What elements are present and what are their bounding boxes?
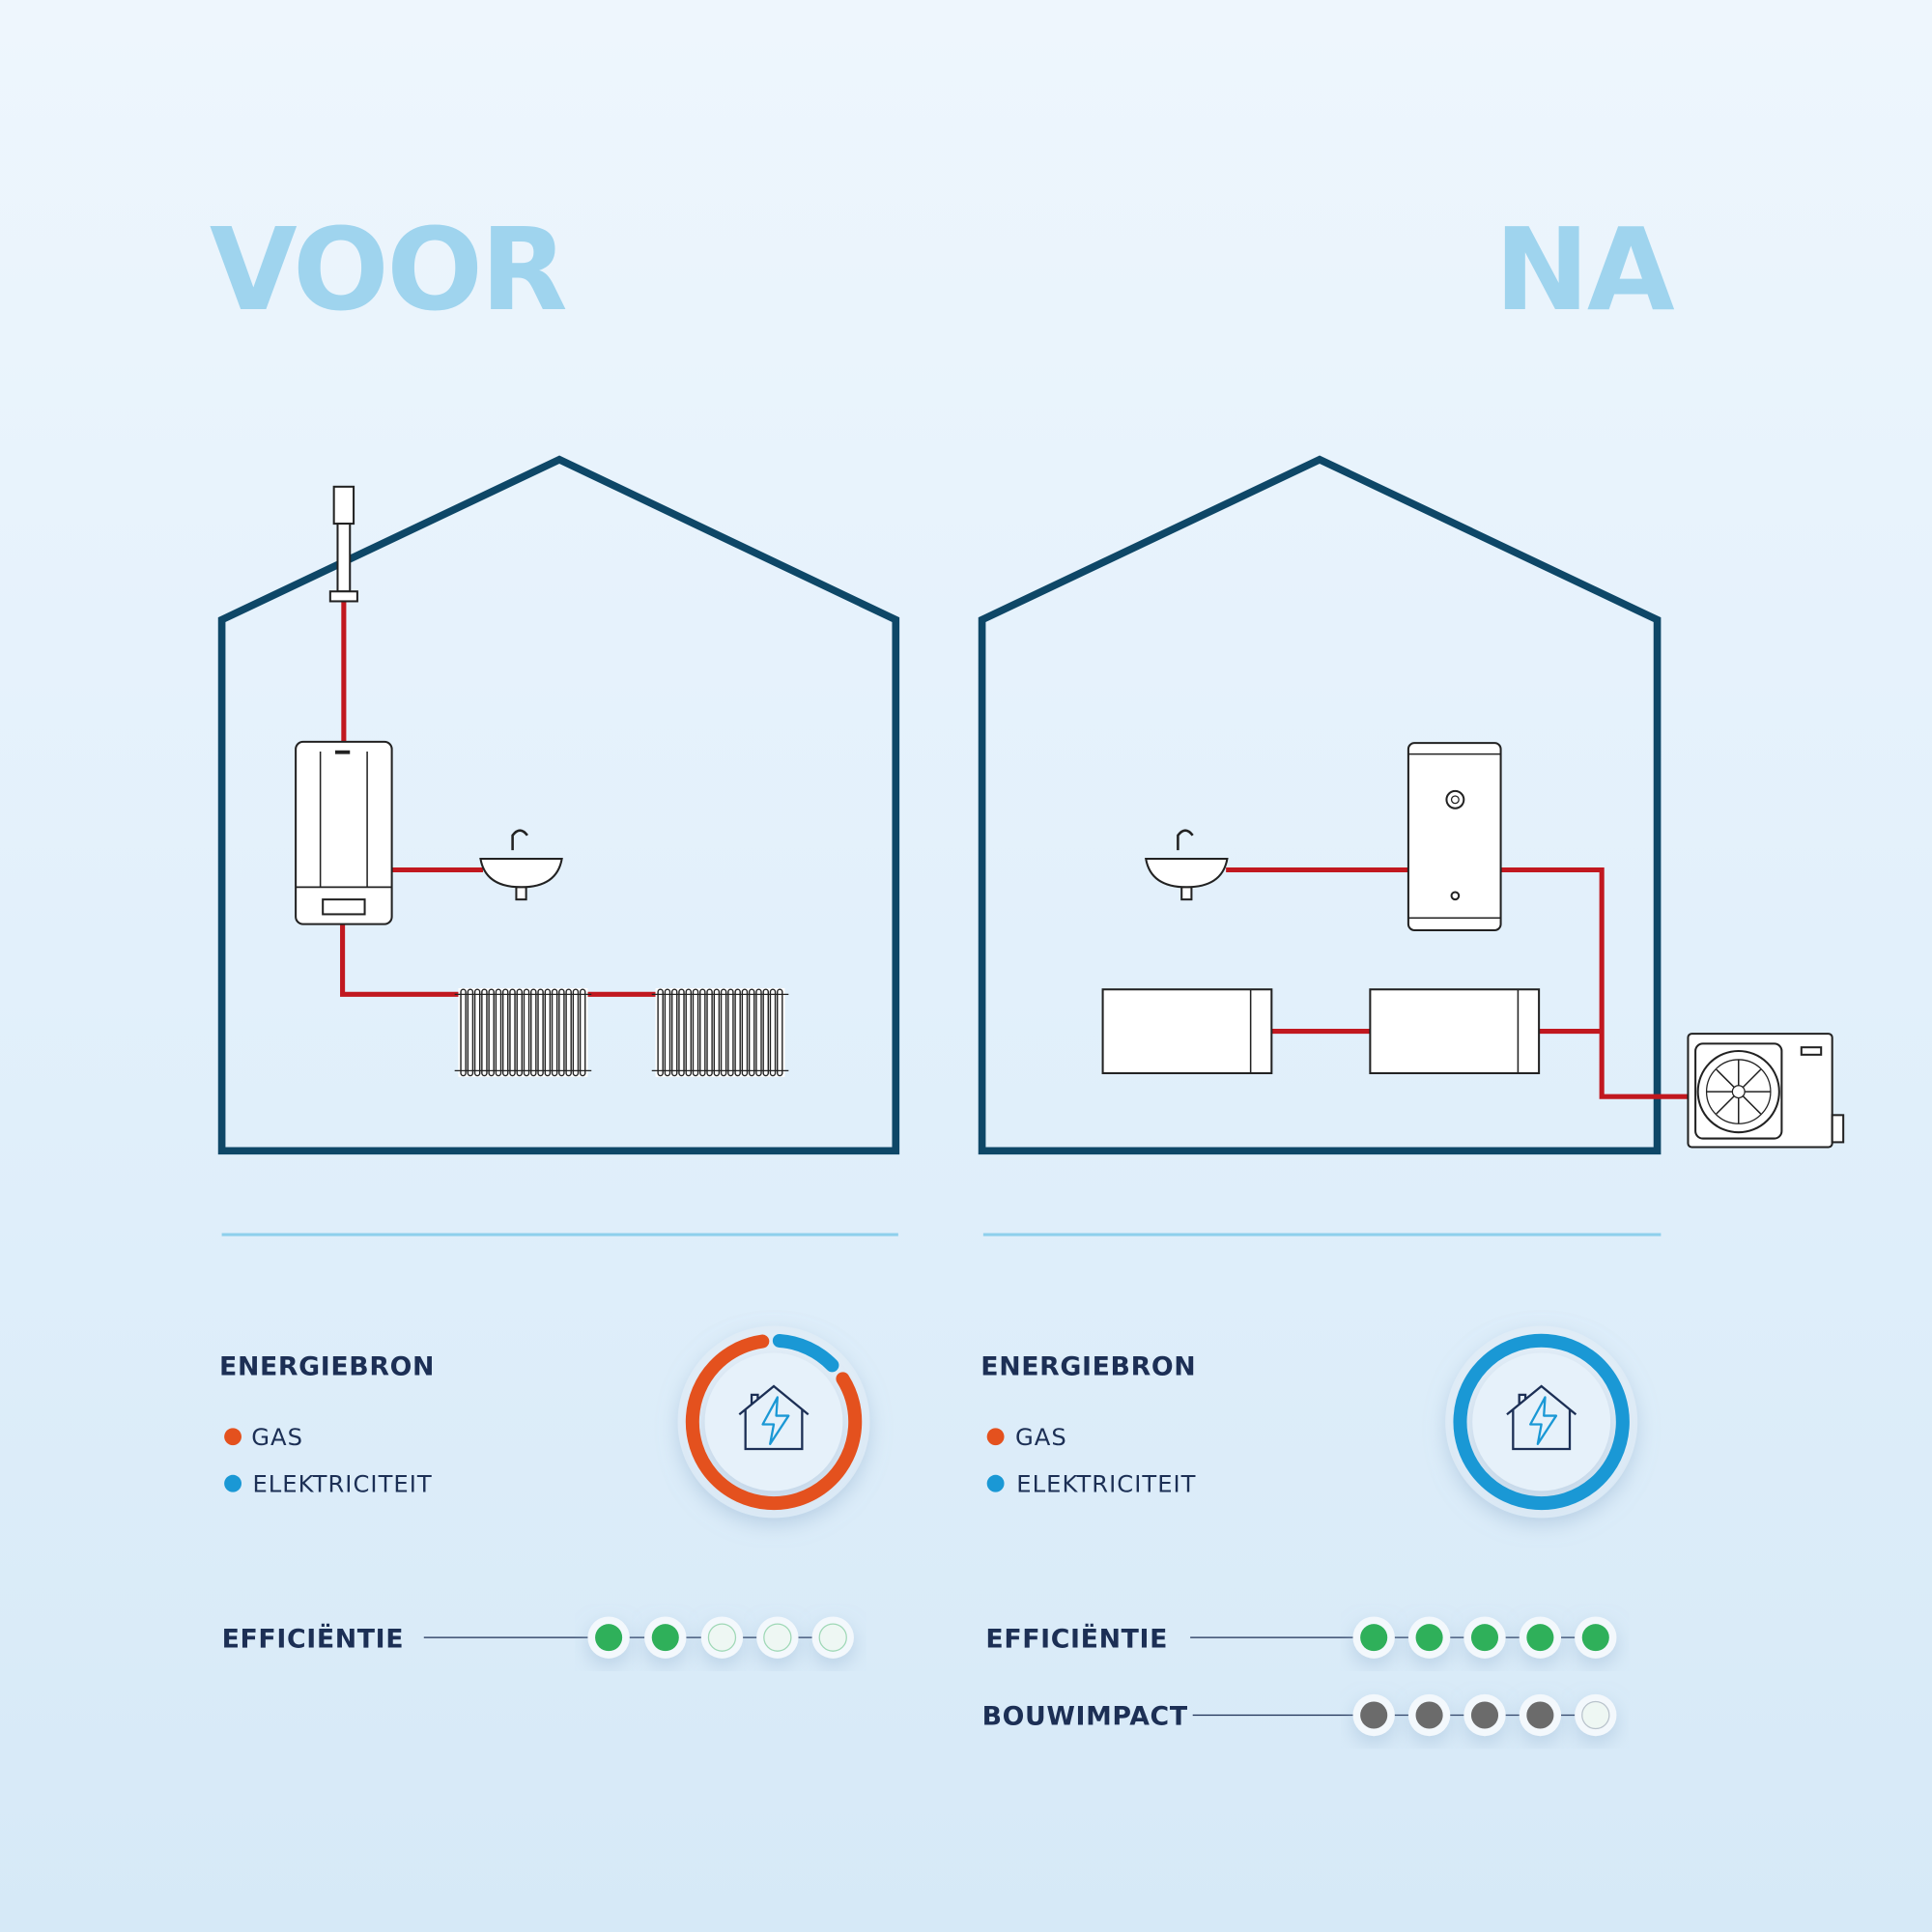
house-lightning-icon [1506,1384,1577,1451]
sink-icon [479,829,563,901]
electricity-legend-label: ELEKTRICITEIT [252,1471,432,1498]
rating-dot-filled [595,1624,623,1652]
low-temperature-radiator-icon [1369,988,1541,1074]
rating-dot-filled [651,1624,679,1652]
gas-legend-dot [986,1428,1005,1446]
rating-dot-filled [1581,1624,1609,1652]
rating-dot-empty [818,1623,847,1652]
rating-dot-filled [1470,1701,1499,1729]
rating-dot-filled [1526,1701,1554,1729]
before-efficiency-label: EFFICIËNTIE [222,1623,405,1654]
radiator-icon [454,987,592,1077]
heating-pipes [340,601,656,997]
after-efficiency-rating [1190,1616,1617,1659]
rating-dot-filled [1415,1701,1443,1729]
after-title: NA [1494,204,1675,336]
before-energy-donut [677,1325,870,1519]
after-house [978,455,1845,1155]
electricity-legend-dot [986,1474,1005,1492]
sink-icon [1145,829,1229,901]
heating-pipes [1226,867,1690,1099]
rating-dot-filled [1360,1701,1388,1729]
rating-dot-empty [763,1623,792,1652]
electricity-segment [685,1333,863,1511]
rating-dot-empty [707,1623,737,1652]
rating-dot-empty [1581,1700,1610,1730]
gas-legend-label: GAS [251,1424,303,1451]
after-energy-donut [1445,1325,1638,1519]
low-temperature-radiator-icon [1101,988,1273,1074]
gas-legend-dot [224,1428,242,1446]
electricity-segment [1453,1333,1630,1511]
before-title: VOOR [210,204,566,336]
heat-pump-outdoor-unit-icon [1687,1033,1845,1149]
gas-boiler-icon [295,740,393,925]
electricity-legend-label: ELEKTRICITEIT [1016,1471,1196,1498]
rating-dot-filled [1526,1624,1554,1652]
after-efficiency-label: EFFICIËNTIE [985,1623,1168,1654]
before-efficiency-rating [423,1616,854,1659]
house-outline [217,455,900,1155]
electricity-legend-dot [224,1474,242,1492]
after-construction-impact-rating [1192,1693,1617,1737]
rating-dot-filled [1470,1624,1499,1652]
after-energy-heading: ENERGIEBRON [980,1351,1196,1381]
before-energy-heading: ENERGIEBRON [219,1351,435,1381]
chimney-flue-icon [328,485,358,603]
before-house [217,455,900,1155]
house-outline [978,455,1662,1155]
radiator-icon [651,987,789,1077]
rating-dot-filled [1415,1624,1443,1652]
rating-dot-filled [1360,1624,1388,1652]
hot-water-tank-icon [1406,742,1502,932]
after-construction-impact-label: BOUWIMPACT [982,1702,1188,1732]
house-lightning-icon [738,1384,810,1451]
gas-legend-label: GAS [1015,1424,1067,1451]
gas-segment [685,1333,863,1511]
